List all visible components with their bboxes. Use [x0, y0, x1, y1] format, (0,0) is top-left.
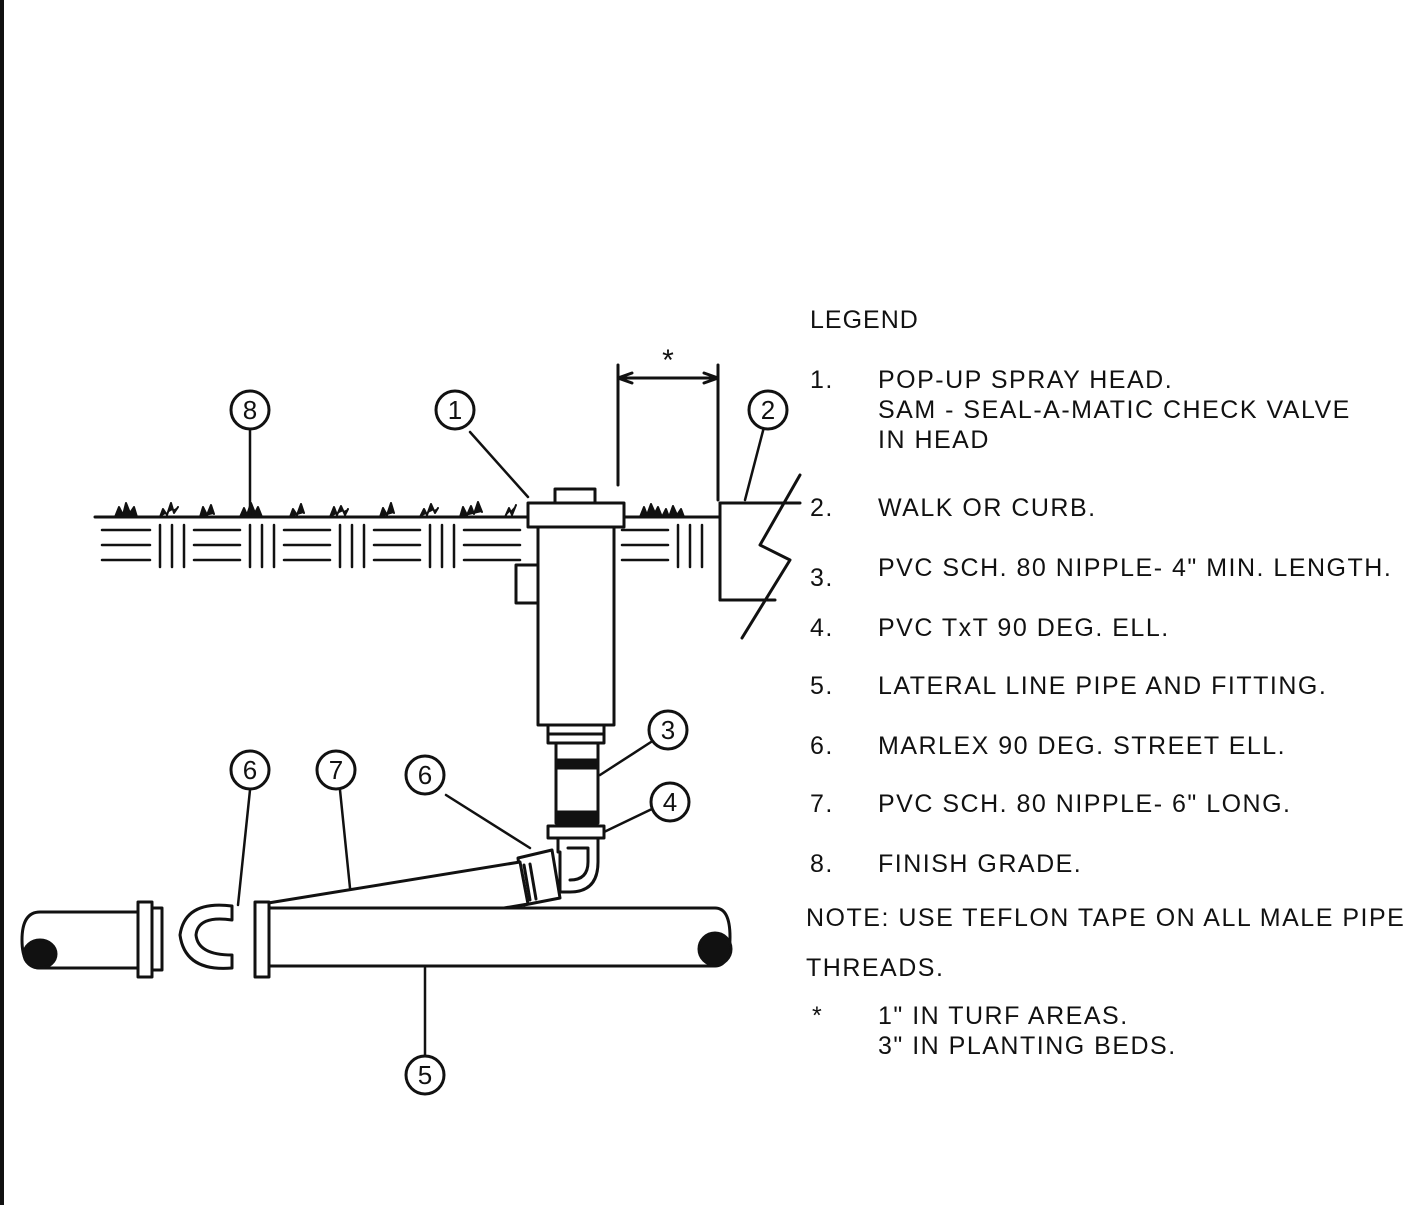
callout-7: 7	[329, 755, 343, 785]
legend-text: PVC SCH. 80 NIPPLE- 6" LONG.	[878, 790, 1292, 818]
drawing-border	[0, 0, 4, 1205]
legend-num: 4.	[810, 614, 834, 642]
callout-8: 8	[243, 395, 257, 425]
legend-num: 7.	[810, 790, 834, 818]
legend-text: PVC TxT 90 DEG. ELL.	[878, 614, 1170, 642]
legend-text: MARLEX 90 DEG. STREET ELL.	[878, 732, 1287, 760]
legend-text: POP-UP SPRAY HEAD.	[878, 366, 1174, 394]
callout-2: 2	[761, 395, 775, 425]
callout-1: 1	[448, 395, 462, 425]
ell-90	[556, 836, 600, 894]
callout-6-left: 6	[243, 755, 257, 785]
legend-num: 2.	[810, 494, 834, 522]
walk-curb	[718, 473, 802, 640]
legend-text: LATERAL LINE PIPE AND FITTING.	[878, 672, 1328, 700]
callout-circles	[229, 389, 789, 1096]
legend-title: LEGEND	[810, 306, 919, 334]
legend-num: 1.	[810, 366, 834, 394]
dimension-line	[616, 363, 720, 502]
leader-lines	[236, 425, 766, 1057]
legend-text: FINISH GRADE.	[878, 850, 1083, 878]
callout-6-right: 6	[418, 760, 432, 790]
legend-num: 6.	[810, 732, 834, 760]
legend-num: 5.	[810, 672, 834, 700]
footnote-mark: *	[812, 1002, 824, 1030]
footnote-text: 1" IN TURF AREAS.	[878, 1002, 1129, 1030]
street-ell-left	[178, 903, 234, 970]
soil-hatch	[100, 523, 704, 569]
legend-text: WALK OR CURB.	[878, 494, 1097, 522]
footnote-text: 3" IN PLANTING BEDS.	[878, 1032, 1177, 1060]
legend-note: NOTE: USE TEFLON TAPE ON ALL MALE PIPE T…	[806, 904, 1406, 982]
spray-head	[514, 487, 626, 745]
callout-4: 4	[663, 787, 677, 817]
callout-5: 5	[418, 1060, 432, 1090]
legend-text: PVC SCH. 80 NIPPLE- 4" MIN. LENGTH.	[878, 554, 1393, 582]
legend-num: 3.	[810, 564, 834, 592]
dimension-asterisk: *	[662, 344, 674, 377]
legend-num: 8.	[810, 850, 834, 878]
legend-text: SAM - SEAL-A-MATIC CHECK VALVE	[878, 396, 1351, 424]
lateral-pipe	[20, 900, 733, 979]
legend-text: IN HEAD	[878, 426, 990, 454]
callout-3: 3	[661, 715, 675, 745]
